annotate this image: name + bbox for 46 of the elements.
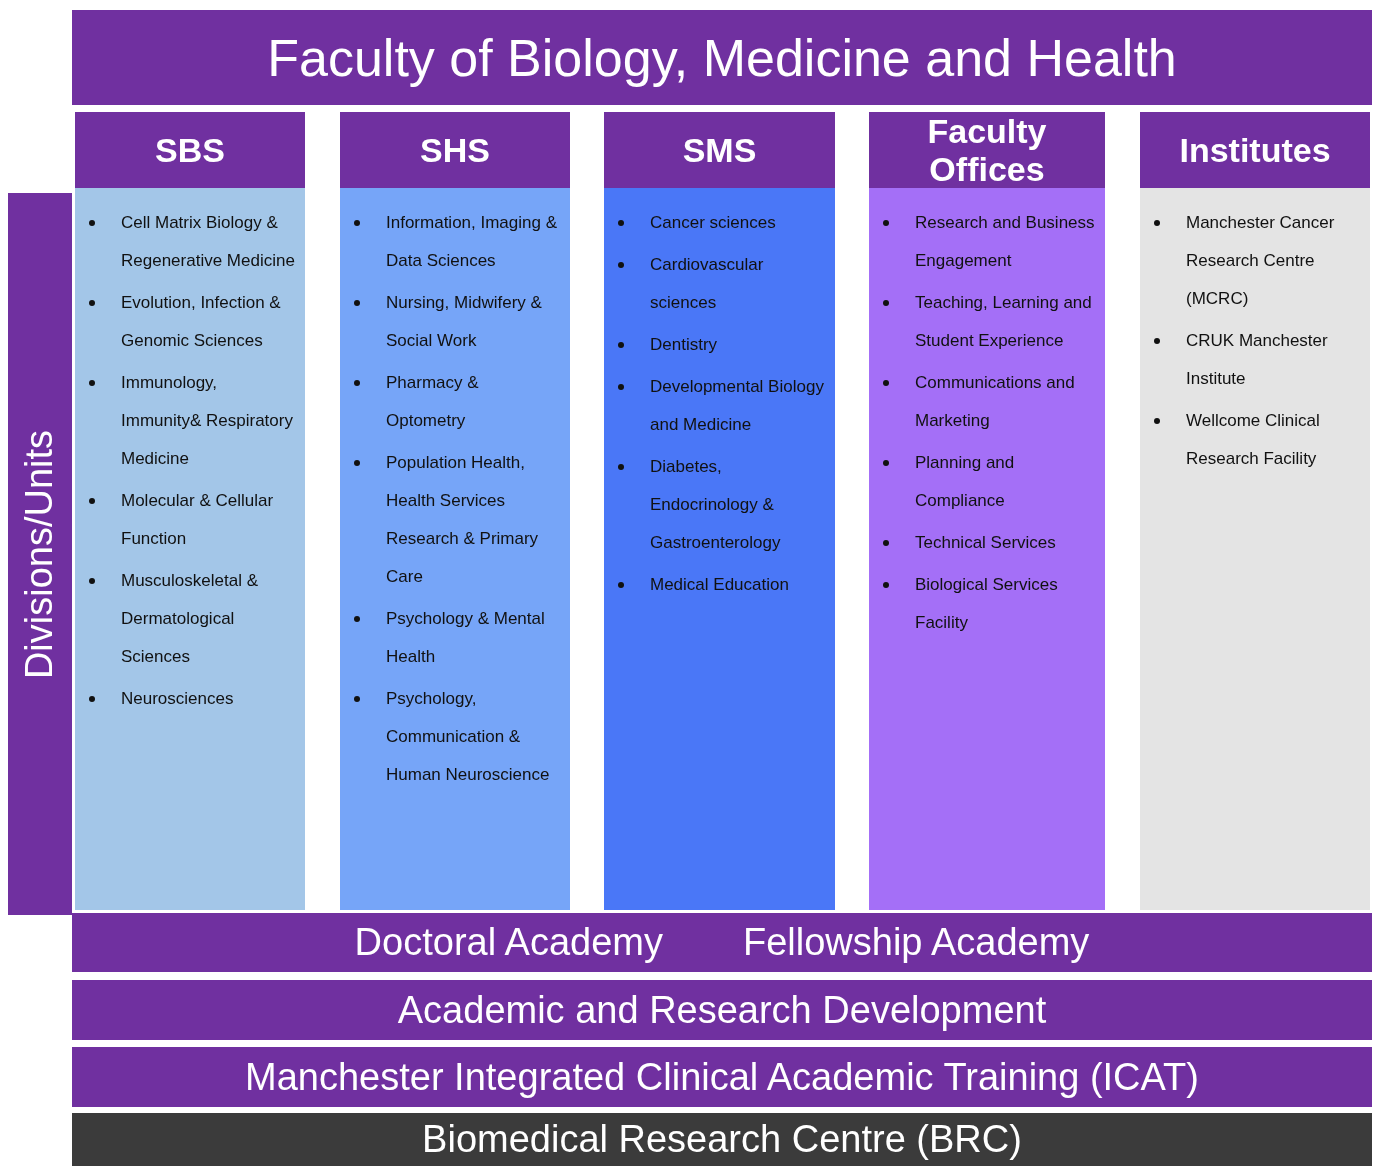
bullet-text: Medical Education <box>650 574 789 596</box>
bullet-text: Pharmacy & Optometry <box>386 372 480 432</box>
bullet-text: Molecular & Cellular Function <box>121 490 275 550</box>
band: Manchester Integrated Clinical Academic Training (ICAT) <box>72 1047 1372 1107</box>
column-header: SHS <box>340 112 570 188</box>
bullet-text: Information, Imaging & Data Sciences <box>386 212 559 272</box>
bullet-text: Teaching, Learning and Student Experience <box>915 292 1093 352</box>
bullet-text: Dentistry <box>650 334 718 356</box>
bullet-text: Cardiovascular sciences <box>650 254 765 314</box>
bullet-text: Communications and Marketing <box>915 372 1076 432</box>
bullet-text: Biological Services Facility <box>915 574 1059 634</box>
bullet-text: Musculoskeletal & Dermatological Sciences <box>121 570 259 668</box>
column-panel <box>604 188 835 910</box>
bullet-text: Planning and Compliance <box>915 452 1016 512</box>
column-header: Institutes <box>1140 112 1370 188</box>
bullet-text: Neurosciences <box>121 688 234 710</box>
bullet-text: Technical Services <box>915 532 1056 554</box>
column-panel <box>75 188 305 910</box>
bullet-text: Psychology, Communication & Human Neuroscience <box>386 688 551 786</box>
title-banner: Faculty of Biology, Medicine and Health <box>72 10 1372 105</box>
band <box>72 913 1372 972</box>
bullet-text: Cell Matrix Biology & Regenerative Medicine <box>121 212 296 272</box>
column-panel <box>869 188 1105 910</box>
band-label: Divisions/Units <box>17 429 62 679</box>
side-band <box>8 193 72 915</box>
bullet-text: Immunology, Immunity& Respiratory Medicine <box>121 372 294 470</box>
column-panel <box>1140 188 1370 910</box>
bullet-text: Nursing, Midwifery & Social Work <box>386 292 543 352</box>
band-label: Fellowship Academy <box>743 920 1090 965</box>
column-header: SMS <box>604 112 835 188</box>
bullet-text: Population Health, Health Services Research & Primary Care <box>386 452 540 588</box>
column-header: Faculty Offices <box>869 112 1105 188</box>
bullet-text: CRUK Manchester Institute <box>1186 330 1329 390</box>
column-panel <box>340 188 570 910</box>
column-header: SBS <box>75 112 305 188</box>
band: Academic and Research Development <box>72 980 1372 1040</box>
bullet-text: Evolution, Infection & Genomic Sciences <box>121 292 282 352</box>
band-label: Doctoral Academy <box>354 920 663 965</box>
band: Biomedical Research Centre (BRC) <box>72 1113 1372 1166</box>
bullet-text: Wellcome Clinical Research Facility <box>1186 410 1321 470</box>
bullet-text: Manchester Cancer Research Centre (MCRC) <box>1186 212 1336 310</box>
bullet-text: Diabetes, Endocrinology & Gastroenterology <box>650 456 782 554</box>
bullet-text: Cancer sciences <box>650 212 776 234</box>
bullet-text: Research and Business Engagement <box>915 212 1096 272</box>
bullet-text: Psychology & Mental Health <box>386 608 546 668</box>
bullet-text: Developmental Biology and Medicine <box>650 376 825 436</box>
